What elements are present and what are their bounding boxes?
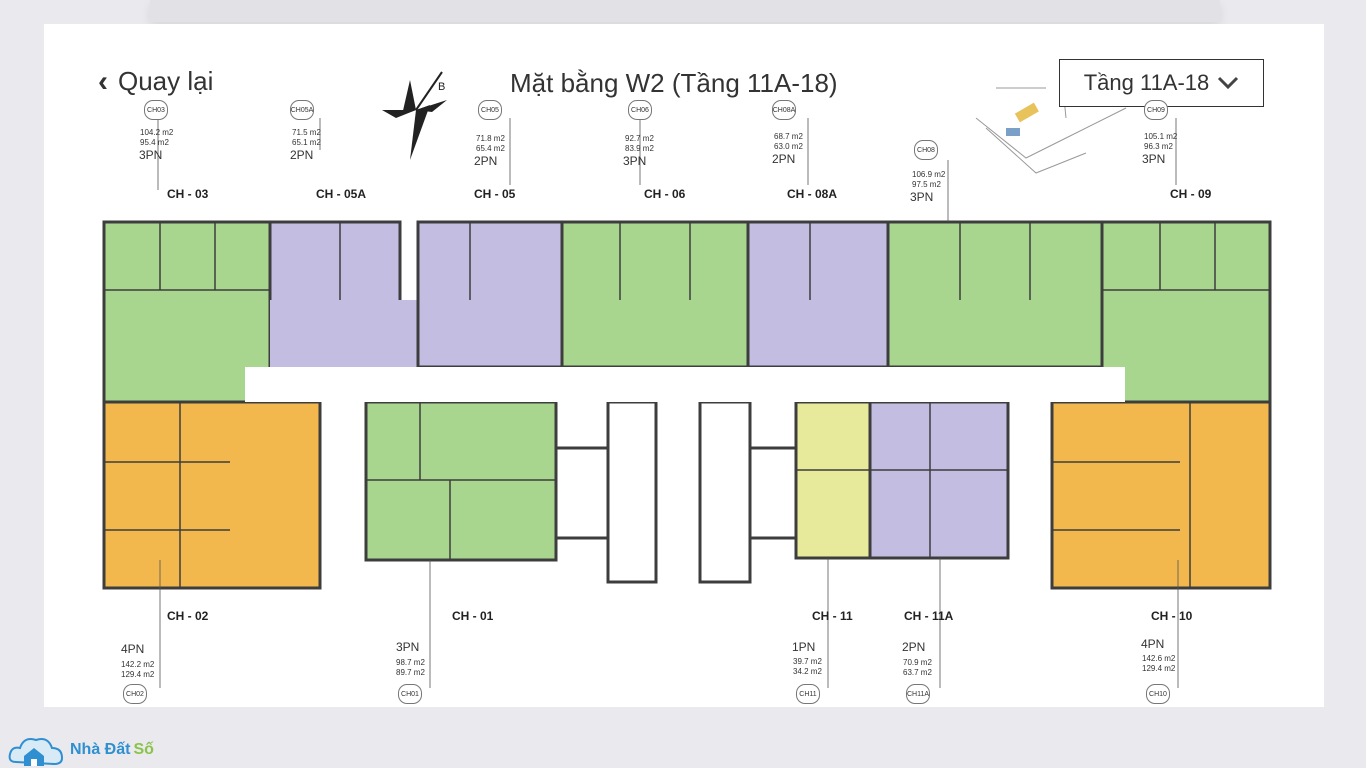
core-lifts-left: [606, 400, 658, 584]
chevron-down-icon: [1218, 76, 1239, 90]
unit-area-1: 142.6 m2: [1142, 654, 1176, 663]
unit-ch01-shape: [364, 400, 558, 562]
unit-area-2: 34.2 m2: [793, 667, 822, 676]
unit-rooms: 3PN: [1142, 152, 1166, 166]
unit-area-2: 96.3 m2: [1144, 142, 1173, 151]
logo-text-1: Nhà Đất: [70, 741, 131, 758]
house-cloud-icon: [8, 738, 64, 766]
unit-ch05a-lower-shape: [270, 300, 418, 367]
unit-rooms: 2PN: [290, 148, 314, 162]
unit-area-1: 98.7 m2: [396, 658, 425, 667]
unit-ch08a-shape: [746, 220, 890, 369]
unit-code[interactable]: CH - 08A: [787, 187, 838, 201]
unit-rooms: 2PN: [902, 640, 926, 654]
core-stair-right: [748, 446, 798, 540]
unit-rooms: 2PN: [474, 154, 498, 168]
back-button[interactable]: ‹ Quay lại: [98, 66, 213, 97]
corridor: [245, 367, 1125, 402]
unit-ch08-shape: [886, 220, 1104, 369]
unit-ch11-shape: [794, 400, 872, 560]
unit-rooms: 3PN: [396, 640, 420, 654]
unit-area-1: 104.2 m2: [140, 128, 174, 137]
unit-area-1: 92.7 m2: [625, 134, 654, 143]
unit-badge: CH06: [628, 100, 652, 120]
unit-area-2: 89.7 m2: [396, 668, 425, 677]
compass-north-icon: B: [382, 71, 447, 160]
unit-code[interactable]: CH - 03: [167, 187, 209, 201]
unit-badge: CH03: [144, 100, 168, 120]
unit-area-2: 129.4 m2: [1142, 664, 1176, 673]
unit-area-1: 71.5 m2: [292, 128, 321, 137]
brand-logo: Nhà Đất Số: [6, 732, 154, 768]
compass-letter: B: [438, 81, 445, 93]
unit-ch11a-shape: [868, 400, 1010, 560]
unit-badge: CH01: [398, 684, 422, 704]
unit-code[interactable]: CH - 11: [812, 609, 853, 623]
unit-badge: CH05: [478, 100, 502, 120]
unit-ch02-shape: [102, 400, 322, 590]
unit-area-1: 142.2 m2: [121, 660, 155, 669]
unit-ch06-shape: [560, 220, 750, 369]
unit-code[interactable]: CH - 05A: [316, 187, 367, 201]
core-lifts-right: [698, 400, 752, 584]
unit-code[interactable]: CH - 06: [644, 187, 686, 201]
unit-badge: CH11A: [906, 684, 930, 704]
floor-select[interactable]: Tầng 11A-18: [1059, 59, 1264, 107]
unit-rooms: 4PN: [121, 642, 145, 656]
unit-rooms: 2PN: [772, 152, 796, 166]
unit-code[interactable]: CH - 09: [1170, 187, 1212, 201]
unit-area-2: 63.0 m2: [774, 142, 803, 151]
unit-area-1: 70.9 m2: [903, 658, 932, 667]
unit-area-2: 65.1 m2: [292, 138, 321, 147]
unit-code[interactable]: CH - 05: [474, 187, 516, 201]
unit-code[interactable]: CH - 02: [167, 609, 209, 623]
unit-badge: CH08A: [772, 100, 796, 120]
unit-code[interactable]: CH - 10: [1151, 609, 1193, 623]
unit-area-1: 39.7 m2: [793, 657, 822, 666]
page-title: Mặt bằng W2 (Tầng 11A-18): [510, 68, 838, 98]
core-stair-left: [554, 446, 610, 540]
unit-badge: CH11: [796, 684, 820, 704]
unit-area-1: 106.9 m2: [912, 170, 946, 179]
unit-ch09-shape: [1100, 220, 1272, 404]
unit-rooms: 4PN: [1141, 637, 1165, 651]
top-shadow-strip: [150, 0, 1220, 22]
unit-rooms: 3PN: [139, 148, 163, 162]
unit-code[interactable]: CH - 01: [452, 609, 494, 623]
logo-text-2: Số: [133, 741, 154, 758]
unit-rooms: 3PN: [910, 190, 934, 204]
unit-area-2: 83.9 m2: [625, 144, 654, 153]
unit-ch03-shape: [102, 220, 272, 404]
chevron-left-icon: ‹: [98, 64, 108, 98]
unit-area-1: 105.1 m2: [1144, 132, 1178, 141]
unit-area-1: 71.8 m2: [476, 134, 505, 143]
unit-badge: CH05A: [290, 100, 314, 120]
unit-area-2: 97.5 m2: [912, 180, 941, 189]
unit-badge: CH02: [123, 684, 147, 704]
floor-select-value: Tầng 11A-18: [1083, 70, 1210, 95]
unit-area-2: 63.7 m2: [903, 668, 932, 677]
unit-area-2: 95.4 m2: [140, 138, 169, 147]
unit-area-2: 129.4 m2: [121, 670, 155, 679]
back-label: Quay lại: [118, 66, 214, 96]
unit-badge: CH09: [1144, 100, 1168, 120]
unit-rooms: 3PN: [623, 154, 647, 168]
unit-badge: CH10: [1146, 684, 1170, 704]
unit-ch05-shape: [416, 220, 564, 369]
unit-badge: CH08: [914, 140, 938, 160]
unit-ch10-shape: [1050, 400, 1272, 590]
unit-area-2: 65.4 m2: [476, 144, 505, 153]
unit-rooms: 1PN: [792, 640, 816, 654]
unit-code[interactable]: CH - 11A: [904, 609, 954, 623]
unit-area-1: 68.7 m2: [774, 132, 803, 141]
